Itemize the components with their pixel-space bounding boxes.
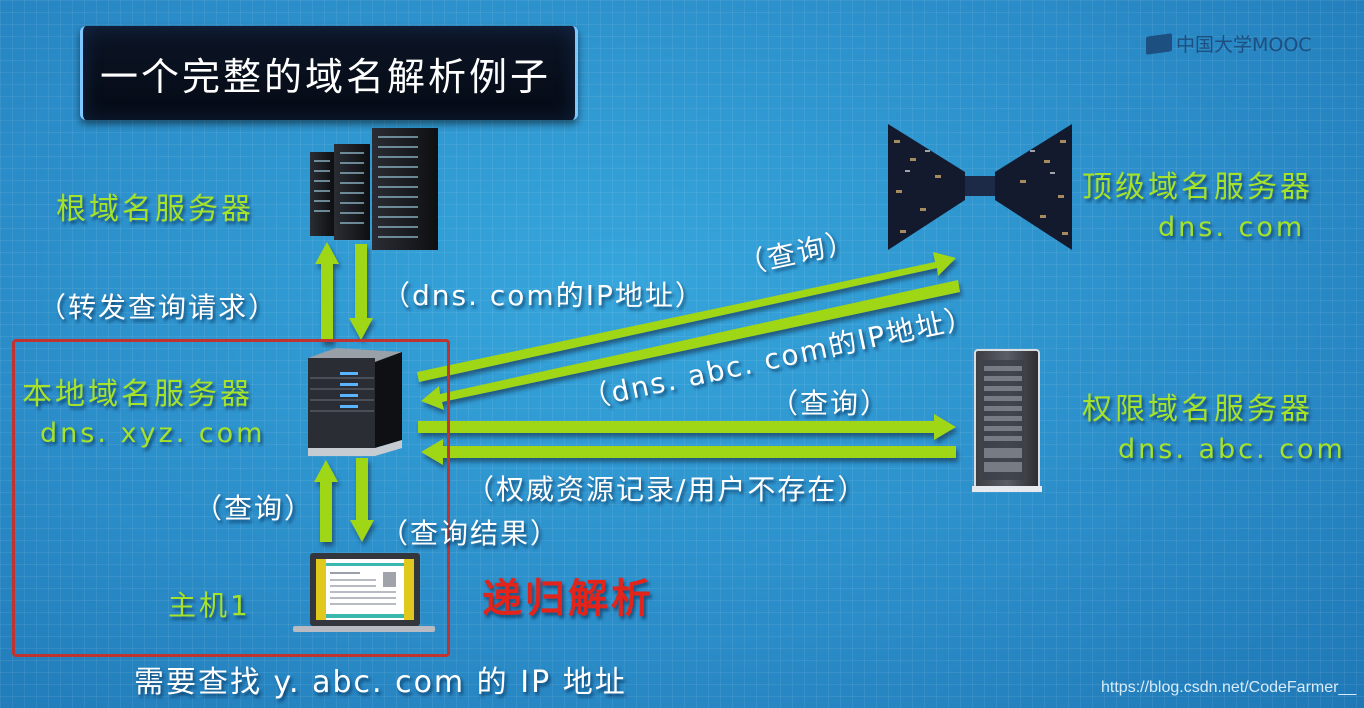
arrow-local-to-host <box>350 458 374 542</box>
local-server-label: 本地域名服务器 <box>22 377 253 412</box>
edge-label-auth-record: （权威资源记录/用户不存在） <box>466 473 868 506</box>
flow-arrows <box>314 242 960 542</box>
source-watermark: https://blog.csdn.net/CodeFarmer__ <box>1101 679 1357 696</box>
arrow-root-to-local <box>349 244 373 340</box>
laptop-icon <box>293 553 435 632</box>
server-cabinet-icon <box>972 349 1042 492</box>
arrow-local-to-auth <box>418 414 956 440</box>
title-banner <box>80 26 578 120</box>
arrow-tld-to-local <box>421 280 960 410</box>
root-server-label: 根域名服务器 <box>56 192 254 227</box>
edge-label-dns-com-ip: （dns. com的IP地址） <box>382 279 705 312</box>
edge-label-forward-query: （转发查询请求） <box>38 291 279 324</box>
arrow-auth-to-local <box>421 439 956 465</box>
local-server-domain: dns. xyz. com <box>40 418 266 449</box>
edge-label-query-result: （查询结果） <box>380 517 561 550</box>
tld-server-label: 顶级域名服务器 <box>1082 170 1313 205</box>
recursive-resolution-label: 递归解析 <box>482 576 654 622</box>
arrow-host-to-local <box>314 460 338 542</box>
auth-server-label: 权限域名服务器 <box>1082 392 1313 427</box>
local-scope-highlight-box <box>12 339 450 657</box>
auth-server-domain: dns. abc. com <box>1118 434 1346 465</box>
mooc-logo: 中国大学MOOC <box>1146 30 1312 57</box>
mooc-logo-text: 中国大学MOOC <box>1176 34 1312 56</box>
arrow-local-to-root <box>315 242 339 342</box>
page-title: 一个完整的域名解析例子 <box>100 55 552 99</box>
edge-label-query-auth: （查询） <box>770 387 891 420</box>
server-rack-cluster-icon <box>310 128 438 250</box>
task-description: 需要查找 y. abc. com 的 IP 地址 <box>134 665 627 700</box>
server-box-icon <box>308 348 402 456</box>
tld-server-domain: dns. com <box>1158 212 1306 243</box>
arrow-local-to-tld <box>417 252 956 382</box>
edge-label-host-query: （查询） <box>194 492 315 525</box>
host-label: 主机1 <box>168 589 251 622</box>
datacenter-corridor-icon <box>888 124 1072 250</box>
